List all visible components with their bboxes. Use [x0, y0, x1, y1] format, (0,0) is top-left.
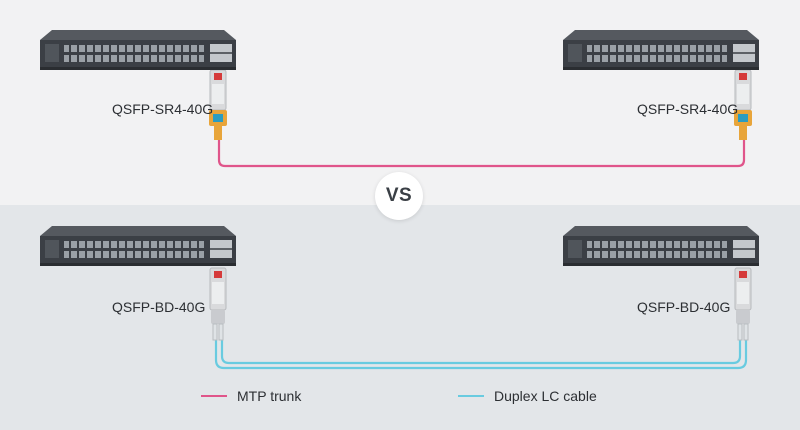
module-label-bd-right: QSFP-BD-40G	[637, 299, 731, 315]
duplex-lc-cable-pair	[220, 340, 742, 365]
mtp-trunk-cable	[217, 140, 746, 168]
module-label-sr4-right: QSFP-SR4-40G	[637, 101, 739, 117]
switch-top-left	[40, 30, 236, 70]
module-label-sr4-left: QSFP-SR4-40G	[112, 101, 214, 117]
switch-bottom-right	[563, 226, 759, 266]
switch-bottom-left	[40, 226, 236, 266]
legend-item-mtp-trunk: MTP trunk	[201, 388, 301, 404]
legend-swatch-duplex-lc	[458, 395, 484, 397]
module-label-bd-left: QSFP-BD-40G	[112, 299, 206, 315]
legend-label-duplex-lc: Duplex LC cable	[494, 388, 597, 404]
bd-module-left	[209, 267, 227, 341]
duplex-lc-cable	[214, 340, 748, 370]
legend-swatch-mtp-trunk	[201, 395, 227, 397]
bd-module-right	[734, 267, 752, 341]
vs-badge: VS	[375, 172, 423, 220]
legend-item-duplex-lc: Duplex LC cable	[458, 388, 597, 404]
sr4-module-left	[209, 69, 227, 140]
legend-label-mtp-trunk: MTP trunk	[237, 388, 302, 404]
switch-top-right	[563, 30, 759, 70]
sr4-module-right	[734, 69, 752, 140]
